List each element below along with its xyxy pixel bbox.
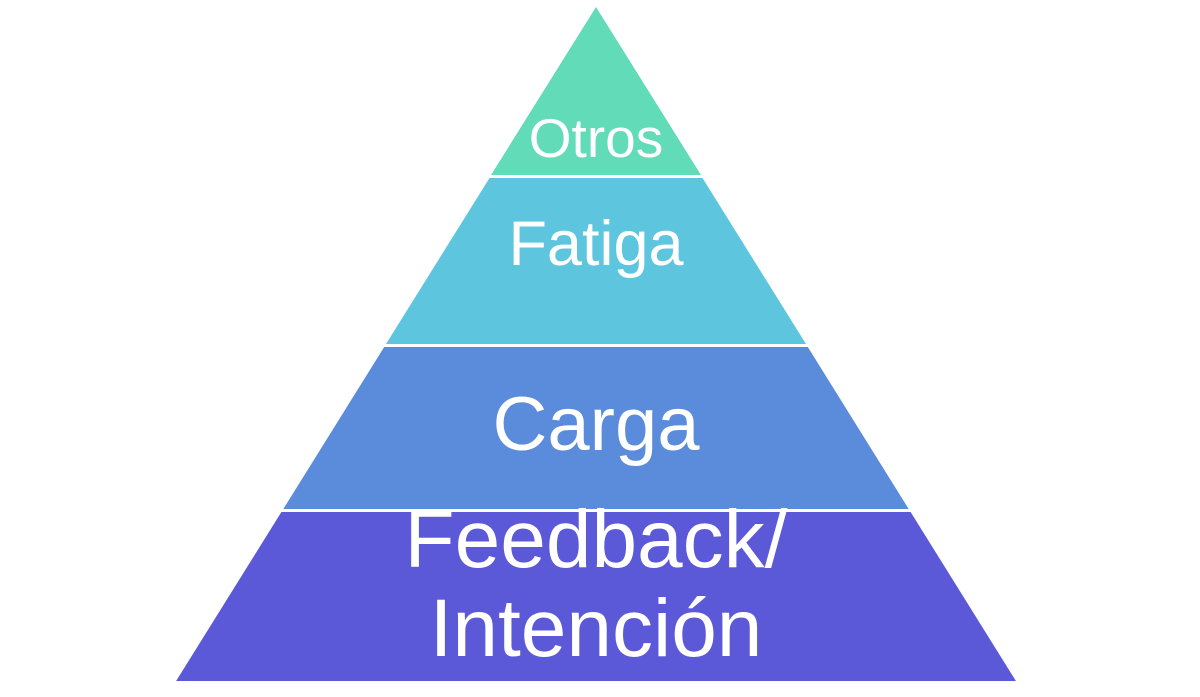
pyramid-level-fatiga-label: Fatiga xyxy=(508,209,684,279)
pyramid-level-feedback-label-line2: Intención xyxy=(430,583,763,674)
pyramid-level-carga xyxy=(283,347,909,509)
pyramid-level-feedback-label-line1: Feedback/ xyxy=(405,494,788,585)
pyramid-level-fatiga xyxy=(386,178,806,344)
pyramid-level-feedback-intencion xyxy=(176,512,1016,681)
pyramid-level-otros xyxy=(491,7,701,175)
pyramid-level-otros-label: Otros xyxy=(529,107,663,169)
pyramid-level-carga-label: Carga xyxy=(493,382,701,467)
